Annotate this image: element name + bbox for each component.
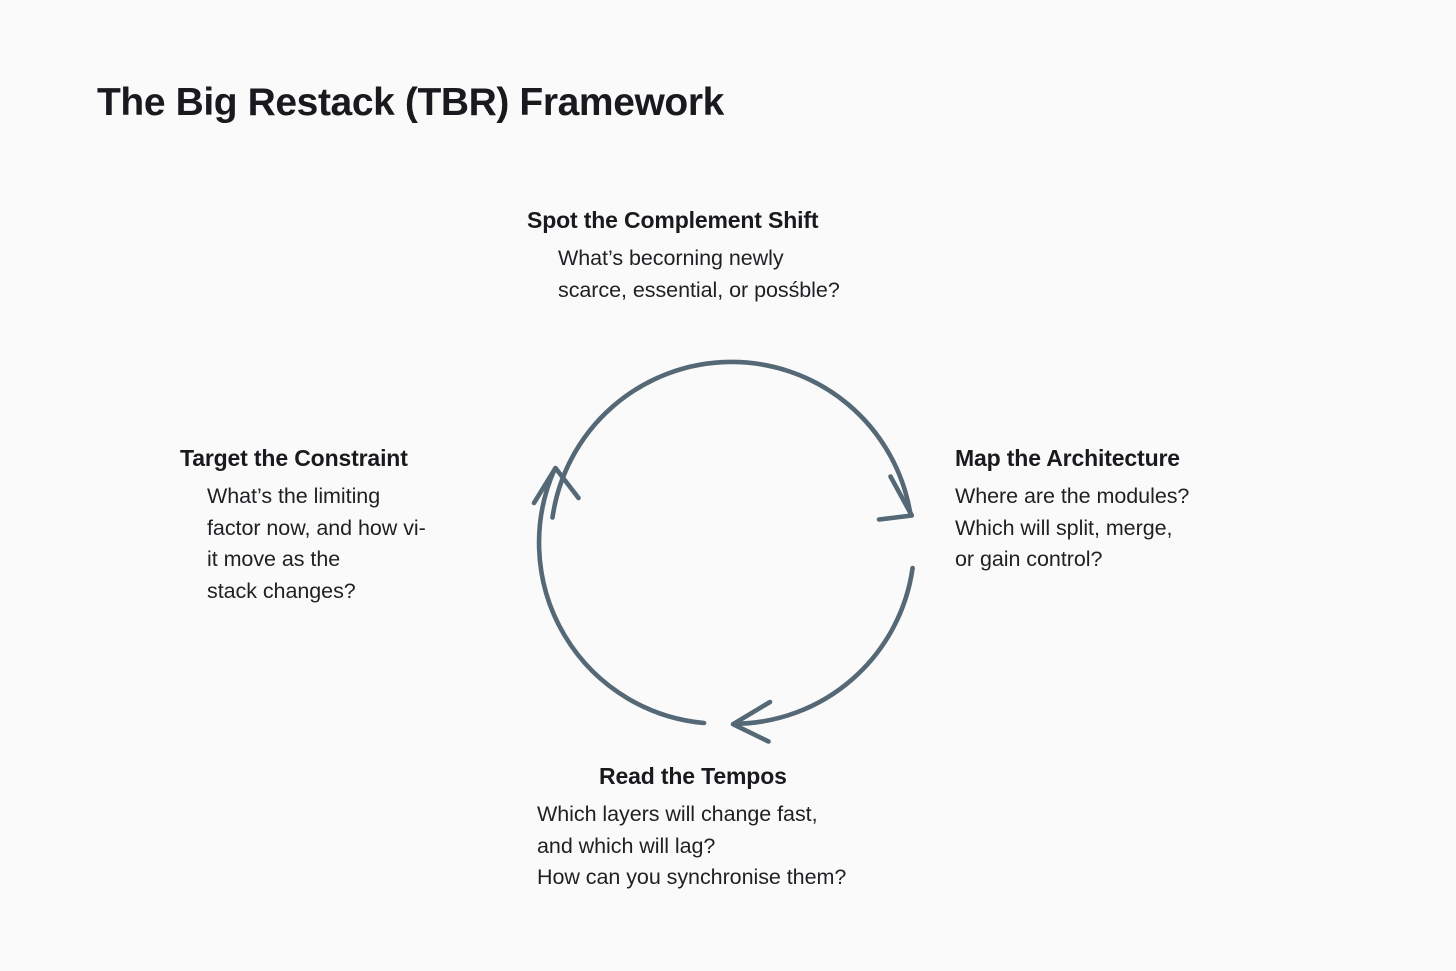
step-body: Which layers will change fast, and which… [537,802,847,890]
page-title: The Big Restack (TBR) Framework [97,81,724,125]
cycle-arrowhead-right [876,474,915,522]
step-title: Spot the Complement Shift [527,207,819,233]
cycle-arc-top [550,359,913,520]
step-spot-the-complement-shift: Spot the Complement Shift What’s becorni… [527,207,840,306]
step-body: Where are the modules? Which will split,… [955,484,1190,572]
step-title: Read the Tempos [599,763,787,789]
step-target-the-constraint: Target the Constraint What’s the limitin… [180,445,426,607]
cycle-arc-left [536,467,707,726]
step-title: Map the Architecture [955,445,1180,471]
step-body: What’s the limiting factor now, and how … [207,484,426,603]
cycle-arrows-graphic [531,359,915,744]
step-body: What’s becorning newly scarce, essential… [558,246,840,302]
step-title: Target the Constraint [180,445,408,471]
step-map-the-architecture: Map the Architecture Where are the modul… [955,445,1189,576]
cycle-arc-right [732,565,915,727]
cycle-diagram [512,323,952,763]
step-read-the-tempos: Read the Tempos Which layers will change… [537,763,846,894]
cycle-arrowhead-bottom [730,699,773,744]
cycle-arrowhead-left [531,465,581,506]
